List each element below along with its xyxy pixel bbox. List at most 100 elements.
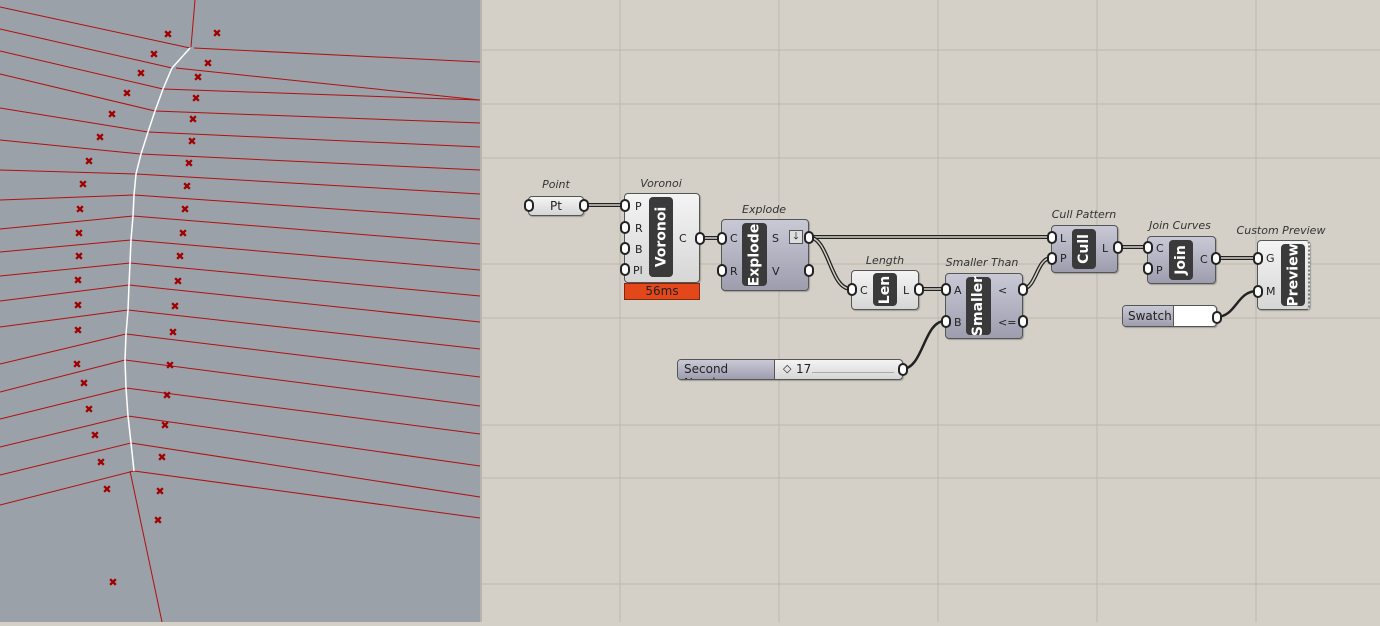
smaller-component[interactable]: A B Smaller < <= [945,273,1023,339]
grasshopper-canvas[interactable]: Point Pt Voronoi P R B Pl Voronoi C 56ms… [480,0,1380,622]
slider-label: Second Number [684,362,732,379]
grip-icon[interactable] [1212,311,1222,324]
grip-icon[interactable] [1113,241,1123,254]
point-marker: ✖ [102,483,111,496]
point-marker: ✖ [96,456,105,469]
grip-icon[interactable] [1143,241,1153,254]
cell-edge [0,333,127,365]
graft-arrow-icon[interactable]: 🡓 [789,230,803,244]
length-component[interactable]: C Len L [851,270,919,310]
output-c: C [1200,253,1208,266]
join-component[interactable]: C P Join C [1147,236,1216,284]
input-m: M [1266,285,1276,298]
point-marker: ✖ [73,324,82,337]
grip-icon[interactable] [1018,315,1028,328]
cell-edge [154,110,481,124]
input-g: G [1266,252,1275,265]
point-marker: ✖ [157,451,166,464]
cell-edge [133,194,481,220]
point-marker: ✖ [73,274,82,287]
cell-edge [128,284,481,323]
slider-value: 17 [796,362,812,376]
point-marker: ✖ [163,28,172,41]
grip-icon[interactable] [1253,285,1263,298]
point-marker: ✖ [107,108,116,121]
point-marker: ✖ [182,180,191,193]
smaller-core: Smaller [966,276,991,336]
number-slider[interactable]: Second Number ◇ 17 [677,359,903,380]
point-marker: ✖ [74,227,83,240]
grip-icon[interactable] [1143,262,1153,275]
point-marker: ✖ [108,576,117,589]
cull-component[interactable]: L P Cull L [1051,225,1118,273]
cell-edge [193,47,481,63]
voronoi-title: Voronoi [640,177,682,190]
grip-icon[interactable] [804,231,814,244]
point-marker: ✖ [170,300,179,313]
point-marker: ✖ [136,67,145,80]
cell-edge [0,359,126,393]
swatch-param[interactable]: Swatch [1122,305,1217,327]
grip-icon[interactable] [620,199,630,212]
cell-edge [0,139,142,155]
grip-icon[interactable] [1018,283,1028,296]
cell-edge [0,28,173,69]
input-r: R [635,222,643,235]
input-c: C [1156,242,1164,255]
grip-icon[interactable] [1253,252,1263,265]
grip-icon[interactable] [804,264,814,277]
wires [583,203,1258,371]
point-marker: ✖ [193,71,202,84]
grip-icon[interactable] [620,263,630,276]
rhino-viewport[interactable]: ✖✖✖✖✖✖✖✖✖✖✖✖✖✖✖✖✖✖✖✖✖✖✖✖✖✖✖✖✖✖✖✖✖✖✖✖✖✖✖✖… [0,0,481,623]
grip-icon[interactable] [620,221,630,234]
slider-label-box: Second Number [678,360,775,379]
cell-edge [140,153,481,171]
wire-inner [807,236,852,290]
input-b: B [954,316,962,329]
cell-edge [130,239,481,271]
grip-icon[interactable] [717,264,727,277]
length-core: Len [873,273,897,306]
slider-grip-icon[interactable]: ◇ [783,362,792,375]
swatch-label: Swatch [1128,309,1172,323]
grip-icon[interactable] [695,232,705,245]
grip-icon[interactable] [898,363,908,376]
point-param[interactable]: Pt [528,196,584,216]
grip-icon[interactable] [524,199,534,212]
canvas-grid [482,0,1380,622]
cell-edge [0,442,132,476]
grip-icon[interactable] [717,232,727,245]
input-p: P [1156,264,1163,277]
point-marker: ✖ [72,358,81,371]
grip-icon[interactable] [1211,252,1221,265]
grip-icon[interactable] [847,283,857,296]
explode-component[interactable]: C R Explode S V 🡓 [721,219,809,291]
cell-edge [125,333,481,378]
point-marker: ✖ [75,203,84,216]
point-marker: ✖ [122,87,131,100]
point-marker: ✖ [165,359,174,372]
point-marker: ✖ [160,419,169,432]
cell-edge [124,359,481,407]
grip-icon[interactable] [914,283,924,296]
cell-edge [135,173,481,195]
point-marker: ✖ [153,514,162,527]
joined-curve [124,47,191,472]
point-marker: ✖ [90,429,99,442]
grip-icon[interactable] [941,315,951,328]
cell-edge [125,387,481,435]
slider-track[interactable] [812,369,894,373]
point-marker: ✖ [212,27,221,40]
grip-icon[interactable] [1047,252,1057,265]
grip-icon[interactable] [620,242,630,255]
grip-icon[interactable] [1047,231,1057,244]
point-marker: ✖ [184,157,193,170]
cull-title: Cull Pattern [1051,208,1117,221]
grip-icon[interactable] [941,283,951,296]
cell-edge [129,262,481,297]
voronoi-component[interactable]: P R B Pl Voronoi C [624,193,700,283]
point-marker: ✖ [155,485,164,498]
preview-component[interactable]: G M Preview [1257,240,1310,310]
grip-icon[interactable] [579,199,589,212]
